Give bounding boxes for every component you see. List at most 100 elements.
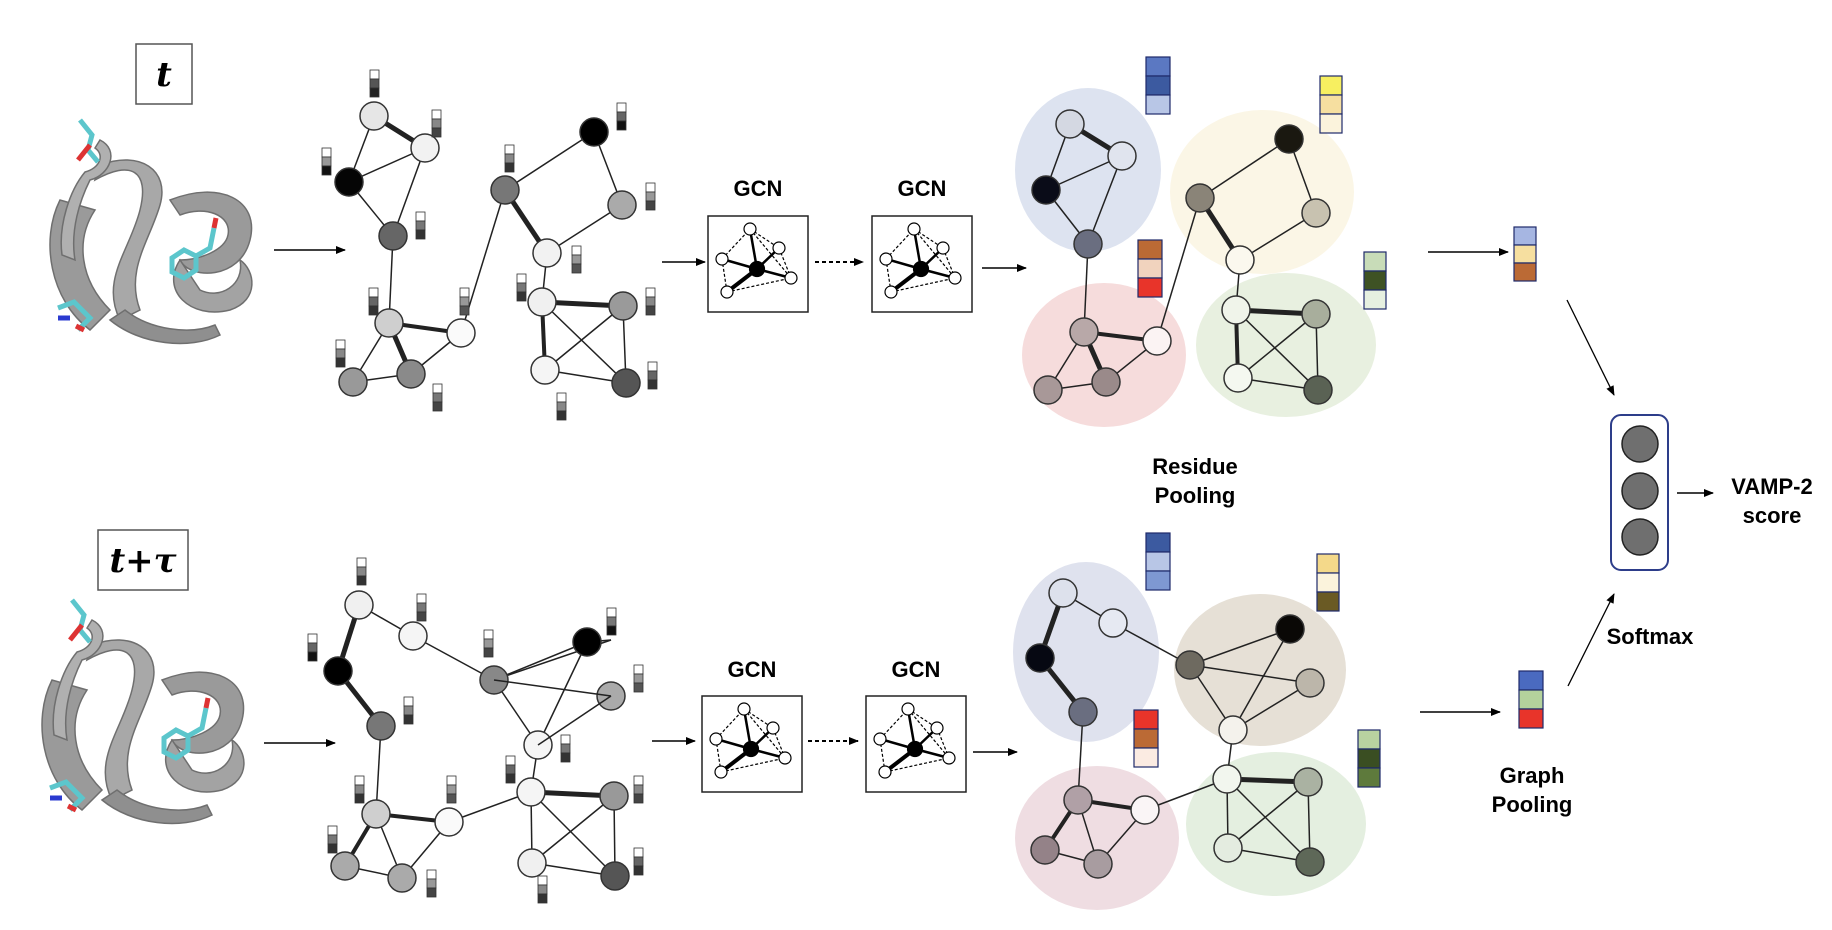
graph-node — [1098, 608, 1128, 638]
feature-vector-icon — [431, 109, 442, 138]
gcn-layer-icon — [707, 215, 809, 313]
node-feature-vectors — [307, 557, 644, 904]
feature-vector-icon — [516, 273, 527, 302]
graph-node — [1068, 697, 1098, 727]
feature-vector-icon — [415, 211, 426, 240]
graph-node — [532, 238, 562, 268]
graph-node — [527, 287, 557, 317]
graph-node — [334, 167, 364, 197]
graph-node — [1295, 668, 1325, 698]
time-label: t — [156, 55, 172, 95]
feature-vector-icon — [1145, 56, 1171, 115]
graph-node — [611, 368, 641, 398]
graph-node — [387, 863, 417, 893]
feature-vector-icon — [645, 182, 656, 211]
graph-node — [1221, 295, 1251, 325]
graph-node — [1185, 183, 1215, 213]
softmax-label: Softmax — [1607, 624, 1695, 649]
pooled-graph-nodes — [1025, 578, 1325, 879]
graph-edge — [493, 679, 612, 697]
vamp-score-label: VAMP-2 — [1731, 474, 1813, 499]
graph-node — [1030, 835, 1060, 865]
pooling-label: Residue — [1152, 454, 1238, 479]
graph-node — [1274, 124, 1304, 154]
graph-node — [446, 318, 476, 348]
feature-vector-icon — [446, 775, 457, 804]
feature-vector-icon — [556, 392, 567, 421]
feature-vector-icon — [645, 287, 656, 316]
pooling-label: Graph — [1500, 763, 1565, 788]
graph-node — [366, 711, 396, 741]
pooling-label: Pooling — [1492, 792, 1573, 817]
cluster-feature-vectors — [1133, 532, 1381, 788]
graph-node — [1063, 785, 1093, 815]
graph-node — [1142, 326, 1172, 356]
graph-node — [396, 359, 426, 389]
input-graph-nodes — [323, 590, 630, 893]
feature-vector-icon — [1145, 532, 1171, 591]
graph-node — [374, 308, 404, 338]
graph-node — [434, 807, 464, 837]
graph-embedding-vector — [1513, 226, 1537, 282]
time-label: t+τ — [109, 541, 176, 581]
feature-vector-icon — [416, 593, 427, 622]
feature-vector-icon — [403, 696, 414, 725]
graph-node — [1303, 375, 1333, 405]
graph-node — [361, 799, 391, 829]
feature-vector-icon — [537, 875, 548, 904]
bottom-row: t+τ — [41, 529, 1615, 910]
graph-node — [1223, 363, 1253, 393]
graph-node — [1213, 833, 1243, 863]
graph-node — [1275, 614, 1305, 644]
feature-vector-icon — [1363, 251, 1387, 310]
feature-vector-icon — [1316, 553, 1340, 612]
output-neuron — [1621, 425, 1659, 463]
graph-node — [1212, 764, 1242, 794]
cluster-blue — [1013, 562, 1159, 742]
graph-node — [579, 117, 609, 147]
vamp-score-label: score — [1743, 503, 1802, 528]
protein-structure-icon — [41, 598, 245, 825]
graph-node — [1025, 643, 1055, 673]
feature-vector-icon — [483, 629, 494, 658]
cluster-green — [1186, 752, 1366, 896]
gcn-layer-icon — [865, 695, 967, 793]
feature-vector-icon — [432, 383, 443, 412]
graph-node — [1295, 847, 1325, 877]
top-row: t — [49, 43, 1615, 508]
graph-node — [398, 621, 428, 651]
feature-vector-icon — [504, 144, 515, 173]
feature-vector-icon — [1357, 729, 1381, 788]
gcn-layer-icon — [701, 695, 803, 793]
cluster-red — [1022, 283, 1186, 427]
feature-vector-icon — [307, 633, 318, 662]
feature-vector-icon — [426, 869, 437, 898]
gcn-label: GCN — [728, 657, 777, 682]
feature-vector-icon — [633, 847, 644, 876]
arrow-icon — [1567, 593, 1615, 687]
feature-vector-icon — [1319, 75, 1343, 134]
graph-node — [1069, 317, 1099, 347]
graph-node — [1293, 767, 1323, 797]
time-label-box: t+τ — [97, 529, 189, 591]
graph-edge — [537, 695, 612, 746]
output-neuron — [1621, 518, 1659, 556]
graph-node — [1301, 198, 1331, 228]
graph-node — [600, 861, 630, 891]
feature-vector-icon — [606, 607, 617, 636]
pooling-label: Pooling — [1155, 483, 1236, 508]
graph-node — [607, 190, 637, 220]
graph-node — [530, 355, 560, 385]
feature-vector-icon — [616, 102, 627, 131]
graph-node — [1218, 715, 1248, 745]
feature-vector-icon — [1133, 709, 1159, 768]
feature-vector-icon — [571, 245, 582, 274]
graph-node — [1130, 795, 1160, 825]
graph-node — [1083, 849, 1113, 879]
feature-vector-icon — [1137, 239, 1163, 298]
graph-node — [344, 590, 374, 620]
gcn-label: GCN — [892, 657, 941, 682]
feature-vector-icon — [633, 664, 644, 693]
graph-node — [1301, 299, 1331, 329]
graph-node — [1175, 650, 1205, 680]
